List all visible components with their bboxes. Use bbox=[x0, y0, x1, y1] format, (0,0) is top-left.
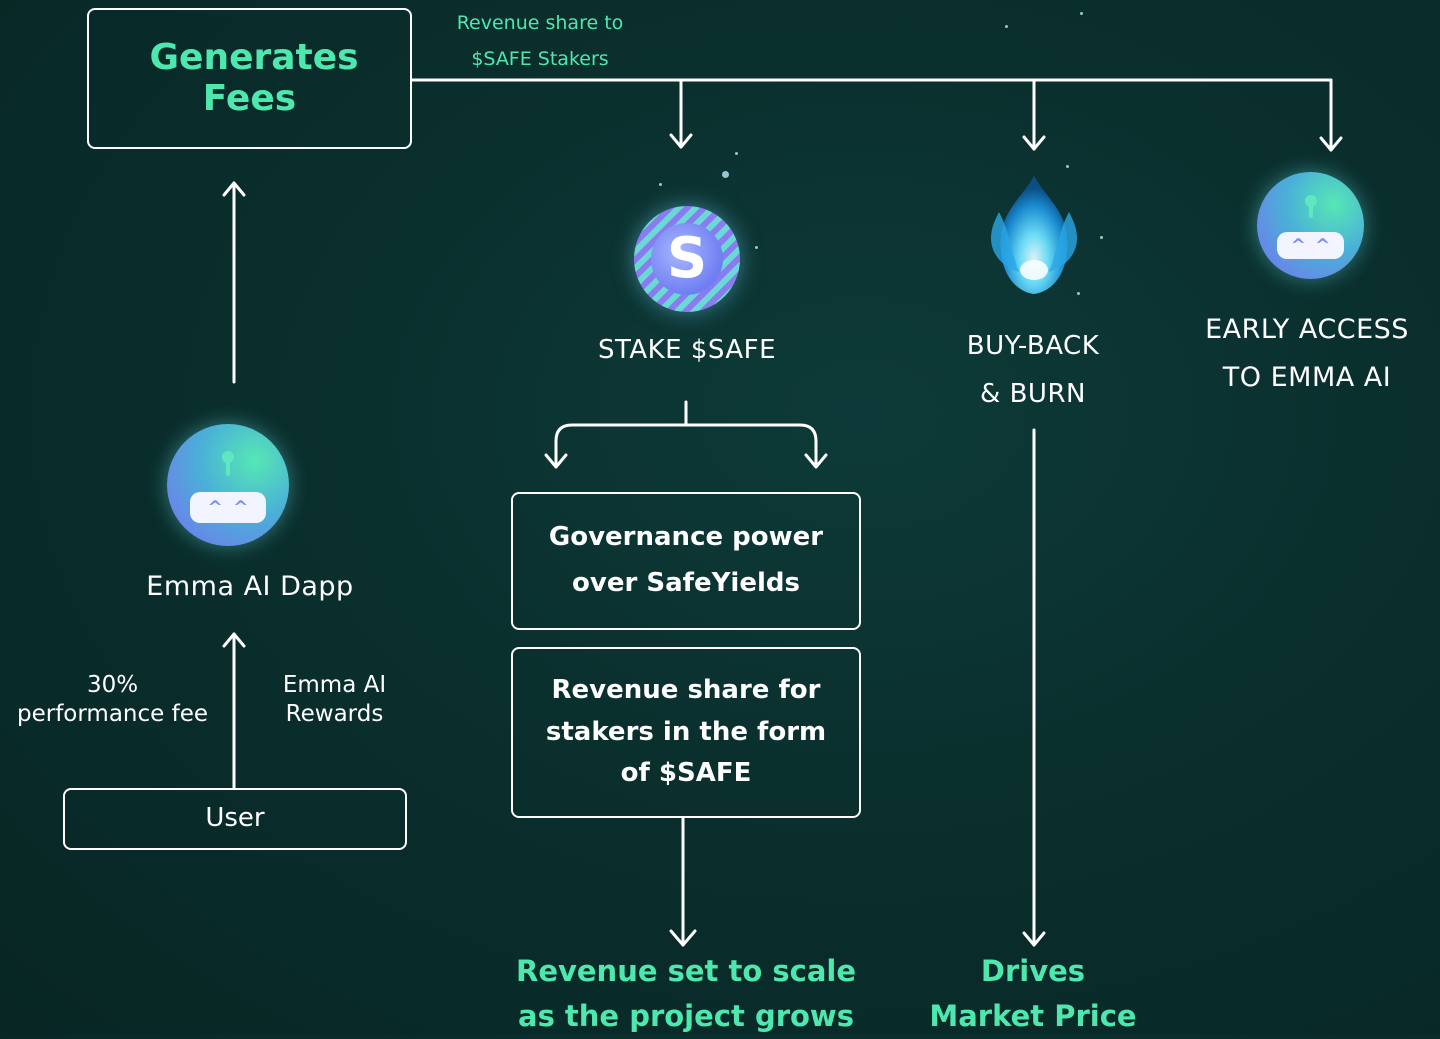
user-box: User bbox=[63, 788, 407, 850]
buyback-label: BUY-BACK & BURN bbox=[900, 322, 1166, 418]
arrowhead-stake bbox=[669, 133, 693, 149]
emma-rewards-line2: Rewards bbox=[285, 700, 384, 727]
emma-dapp-label: Emma AI Dapp bbox=[146, 571, 354, 602]
robot-face: ^^ bbox=[1277, 231, 1344, 259]
stake-split-bracket bbox=[554, 423, 818, 468]
safe-coin-icon: S bbox=[634, 206, 740, 312]
arrowhead-buyback bbox=[1022, 135, 1046, 151]
stake-label: STAKE $SAFE bbox=[597, 335, 777, 365]
stake-outcome-line1: Revenue set to scale bbox=[515, 954, 857, 988]
early-access-line2: TO EMMA AI bbox=[1222, 362, 1392, 394]
revenue-share-note-line2: $SAFE Stakers bbox=[471, 48, 609, 71]
arrowhead-governance bbox=[544, 453, 568, 469]
emma-rewards-note: Emma AI Rewards bbox=[262, 671, 407, 729]
arrowhead-revenue-outcome bbox=[669, 929, 697, 947]
revenue-share-text: Revenue share for stakers in the form of… bbox=[546, 670, 826, 795]
sparkle bbox=[1100, 236, 1103, 239]
governance-line2: over SafeYields bbox=[572, 568, 800, 598]
sparkle bbox=[1077, 292, 1080, 295]
performance-fee-line1: 30% bbox=[86, 672, 139, 698]
sparkle bbox=[722, 171, 729, 178]
robot-face: ^^ bbox=[190, 492, 266, 523]
sparkle bbox=[659, 183, 662, 186]
buyback-label-line1: BUY-BACK bbox=[966, 331, 1100, 361]
performance-fee-line2: performance fee bbox=[16, 700, 208, 727]
revenue-share-note: Revenue share to $SAFE Stakers bbox=[440, 5, 640, 77]
early-access-label: EARLY ACCESS TO EMMA AI bbox=[1178, 306, 1436, 402]
buyback-label-line2: & BURN bbox=[980, 379, 1086, 410]
robot-antenna bbox=[222, 451, 234, 477]
generates-fees-box: Generates Fees bbox=[87, 8, 412, 149]
safe-coin-face: S bbox=[650, 222, 724, 296]
arrowhead-price bbox=[1022, 931, 1046, 947]
early-access-line1: EARLY ACCESS bbox=[1205, 314, 1409, 345]
flame-icon bbox=[991, 176, 1077, 294]
governance-line1: Governance power bbox=[548, 522, 824, 553]
revenue-share-line1: Revenue share for bbox=[551, 675, 821, 706]
emma-dapp-robot-icon: ^^ bbox=[167, 424, 289, 546]
sparkle bbox=[1080, 12, 1083, 15]
governance-box: Governance power over SafeYields bbox=[511, 492, 861, 630]
performance-fee-note: 30% performance fee bbox=[5, 671, 220, 729]
robot-antenna bbox=[1304, 195, 1317, 218]
arrowhead-dapp bbox=[222, 632, 246, 648]
emma-rewards-line1: Emma AI bbox=[282, 672, 387, 698]
stake-outcome-line2: as the project grows bbox=[518, 998, 854, 1033]
sparkle bbox=[1066, 165, 1069, 168]
stake-outcome: Revenue set to scale as the project grow… bbox=[486, 949, 886, 1039]
governance-text: Governance power over SafeYields bbox=[549, 517, 823, 604]
revenue-share-note-line1: Revenue share to bbox=[456, 12, 624, 34]
sparkle bbox=[755, 246, 758, 249]
revenue-share-box: Revenue share for stakers in the form of… bbox=[511, 647, 861, 818]
arrowhead-split-right bbox=[804, 453, 828, 469]
arrowhead-early-access bbox=[1319, 136, 1343, 152]
buyback-outcome-line2: Market Price bbox=[929, 998, 1137, 1033]
sparkle bbox=[735, 152, 738, 155]
buyback-outcome: Drives Market Price bbox=[900, 949, 1166, 1039]
generates-fees-title: Generates Fees bbox=[149, 37, 359, 119]
revenue-share-line3: of $SAFE bbox=[620, 758, 752, 789]
user-label: User bbox=[205, 803, 265, 834]
arrowhead-fees bbox=[222, 181, 246, 197]
revenue-share-line2: stakers in the form bbox=[545, 716, 827, 747]
early-access-robot-icon: ^^ bbox=[1257, 172, 1364, 279]
buyback-outcome-line1: Drives bbox=[980, 954, 1086, 988]
sparkle bbox=[1005, 25, 1008, 28]
